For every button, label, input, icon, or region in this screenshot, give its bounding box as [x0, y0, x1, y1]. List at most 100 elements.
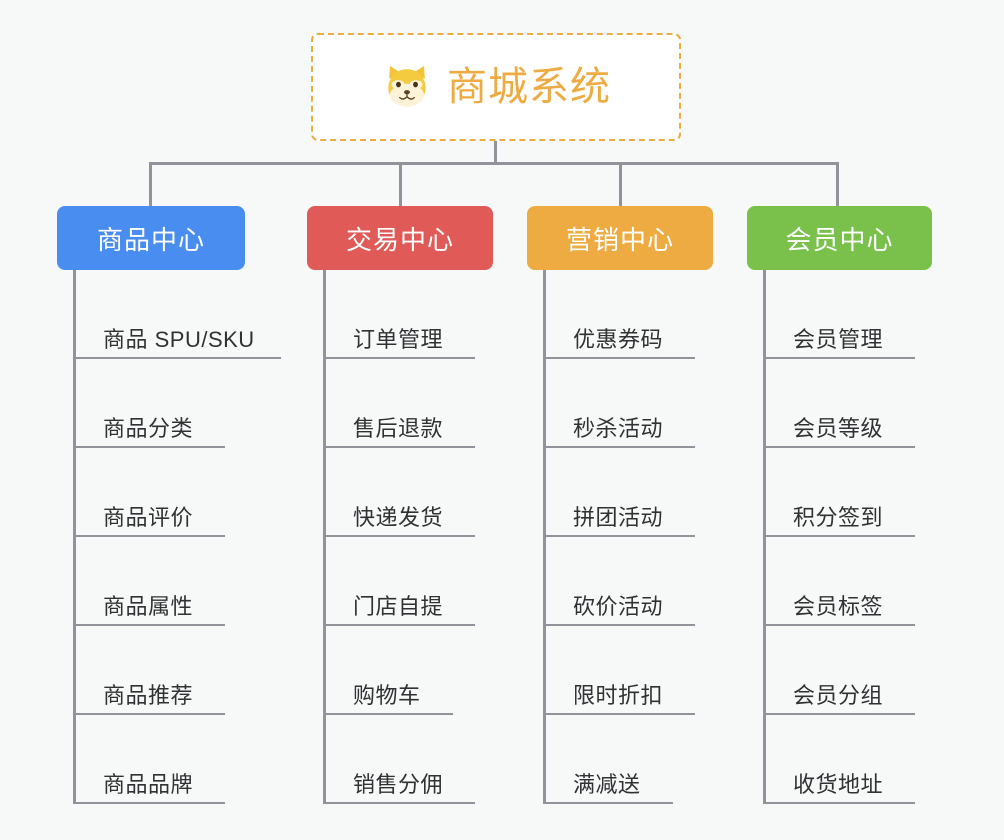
- branch-body-2: 订单管理 售后退款 快递发货 门店自提 购物车 销售分佣: [307, 270, 547, 804]
- leaf-underline: [73, 624, 225, 626]
- leaf-underline: [543, 802, 673, 804]
- leaf-underline: [323, 446, 475, 448]
- leaf-item[interactable]: 销售分佣: [323, 715, 547, 804]
- branch-spine-1: [73, 270, 76, 804]
- branch-header-label-3: 营销中心: [565, 224, 674, 255]
- leaf-label: 会员等级: [793, 415, 884, 441]
- leaf-label: 商品品牌: [103, 771, 194, 797]
- leaf-underline: [73, 802, 225, 804]
- leaf-item[interactable]: 门店自提: [323, 537, 547, 626]
- branch-spine-2: [323, 270, 326, 804]
- leaf-underline: [73, 446, 225, 448]
- leaf-item[interactable]: 优惠券码: [543, 270, 767, 359]
- leaf-label: 商品 SPU/SKU: [103, 326, 255, 352]
- leaf-item[interactable]: 秒杀活动: [543, 359, 767, 448]
- branch-body-1: 商品 SPU/SKU 商品分类 商品评价 商品属性 商品推荐 商品品牌: [57, 270, 317, 804]
- branch-spine-3: [543, 270, 546, 804]
- leaf-underline: [73, 713, 225, 715]
- leaf-item[interactable]: 会员等级: [763, 359, 987, 448]
- leaf-item[interactable]: 售后退款: [323, 359, 547, 448]
- shiba-dog-face-icon: [381, 61, 433, 113]
- connector-horizontal-bus: [149, 162, 839, 165]
- leaf-underline: [763, 802, 915, 804]
- leaf-label: 商品属性: [103, 593, 194, 619]
- connector-drop-1: [149, 162, 152, 206]
- root-node[interactable]: 商城系统: [311, 33, 681, 141]
- leaf-label: 积分签到: [793, 504, 884, 530]
- leaf-underline: [73, 357, 281, 359]
- branch-column-3: 营销中心 优惠券码 秒杀活动 拼团活动 砍价活动 限时折扣: [527, 206, 767, 804]
- leaf-underline: [763, 357, 915, 359]
- leaf-item[interactable]: 商品品牌: [73, 715, 317, 804]
- leaf-label: 会员管理: [793, 326, 884, 352]
- branch-body-4: 会员管理 会员等级 积分签到 会员标签 会员分组 收货地址: [747, 270, 987, 804]
- leaf-item[interactable]: 会员标签: [763, 537, 987, 626]
- leaf-label: 门店自提: [353, 593, 444, 619]
- branch-header-label-1: 商品中心: [96, 224, 205, 255]
- leaf-item[interactable]: 收货地址: [763, 715, 987, 804]
- leaf-label: 满减送: [573, 771, 641, 797]
- leaf-item[interactable]: 会员分组: [763, 626, 987, 715]
- branch-header-1[interactable]: 商品中心: [57, 206, 245, 270]
- leaf-item[interactable]: 商品评价: [73, 448, 317, 537]
- branch-header-label-4: 会员中心: [785, 224, 894, 255]
- branch-header-label-2: 交易中心: [345, 224, 454, 255]
- leaf-label: 销售分佣: [353, 771, 444, 797]
- leaf-underline: [73, 535, 225, 537]
- branch-column-2: 交易中心 订单管理 售后退款 快递发货 门店自提 购物车: [307, 206, 547, 804]
- leaf-underline: [323, 624, 475, 626]
- connector-drop-3: [619, 162, 622, 206]
- leaf-label: 快递发货: [353, 504, 444, 530]
- leaf-label: 会员标签: [793, 593, 884, 619]
- leaf-underline: [763, 446, 915, 448]
- leaf-item[interactable]: 购物车: [323, 626, 547, 715]
- leaf-underline: [543, 535, 695, 537]
- leaf-underline: [323, 535, 475, 537]
- leaf-underline: [763, 535, 915, 537]
- leaf-label: 商品分类: [103, 415, 194, 441]
- leaf-label: 售后退款: [353, 415, 444, 441]
- leaf-item[interactable]: 拼团活动: [543, 448, 767, 537]
- leaf-label: 砍价活动: [573, 593, 664, 619]
- leaf-item[interactable]: 订单管理: [323, 270, 547, 359]
- leaf-item[interactable]: 限时折扣: [543, 626, 767, 715]
- leaf-item[interactable]: 商品推荐: [73, 626, 317, 715]
- leaf-underline: [323, 713, 453, 715]
- leaf-item[interactable]: 积分签到: [763, 448, 987, 537]
- root-title: 商城系统: [447, 65, 611, 109]
- leaf-item[interactable]: 商品 SPU/SKU: [73, 270, 317, 359]
- leaf-item[interactable]: 会员管理: [763, 270, 987, 359]
- leaf-underline: [543, 446, 695, 448]
- leaf-label: 秒杀活动: [573, 415, 664, 441]
- leaf-underline: [323, 802, 475, 804]
- leaf-underline: [763, 713, 915, 715]
- connector-root-stem: [494, 141, 497, 163]
- leaf-label: 限时折扣: [573, 682, 664, 708]
- leaf-underline: [763, 624, 915, 626]
- leaf-label: 订单管理: [353, 326, 444, 352]
- connector-drop-2: [399, 162, 402, 206]
- leaf-item[interactable]: 快递发货: [323, 448, 547, 537]
- branch-column-1: 商品中心 商品 SPU/SKU 商品分类 商品评价 商品属性 商品推荐: [57, 206, 317, 804]
- leaf-underline: [543, 624, 695, 626]
- leaf-item[interactable]: 满减送: [543, 715, 767, 804]
- branch-body-3: 优惠券码 秒杀活动 拼团活动 砍价活动 限时折扣 满减送: [527, 270, 767, 804]
- leaf-label: 优惠券码: [573, 326, 664, 352]
- leaf-underline: [543, 713, 695, 715]
- leaf-item[interactable]: 商品属性: [73, 537, 317, 626]
- leaf-label: 商品评价: [103, 504, 194, 530]
- leaf-underline: [323, 357, 475, 359]
- leaf-item[interactable]: 砍价活动: [543, 537, 767, 626]
- branch-header-2[interactable]: 交易中心: [307, 206, 493, 270]
- connector-drop-4: [836, 162, 839, 206]
- leaf-label: 拼团活动: [573, 504, 664, 530]
- branch-header-3[interactable]: 营销中心: [527, 206, 713, 270]
- leaf-label: 商品推荐: [103, 682, 194, 708]
- leaf-label: 购物车: [353, 682, 421, 708]
- branch-header-4[interactable]: 会员中心: [747, 206, 932, 270]
- branch-spine-4: [763, 270, 766, 804]
- leaf-label: 会员分组: [793, 682, 884, 708]
- leaf-item[interactable]: 商品分类: [73, 359, 317, 448]
- branch-column-4: 会员中心 会员管理 会员等级 积分签到 会员标签 会员分组: [747, 206, 987, 804]
